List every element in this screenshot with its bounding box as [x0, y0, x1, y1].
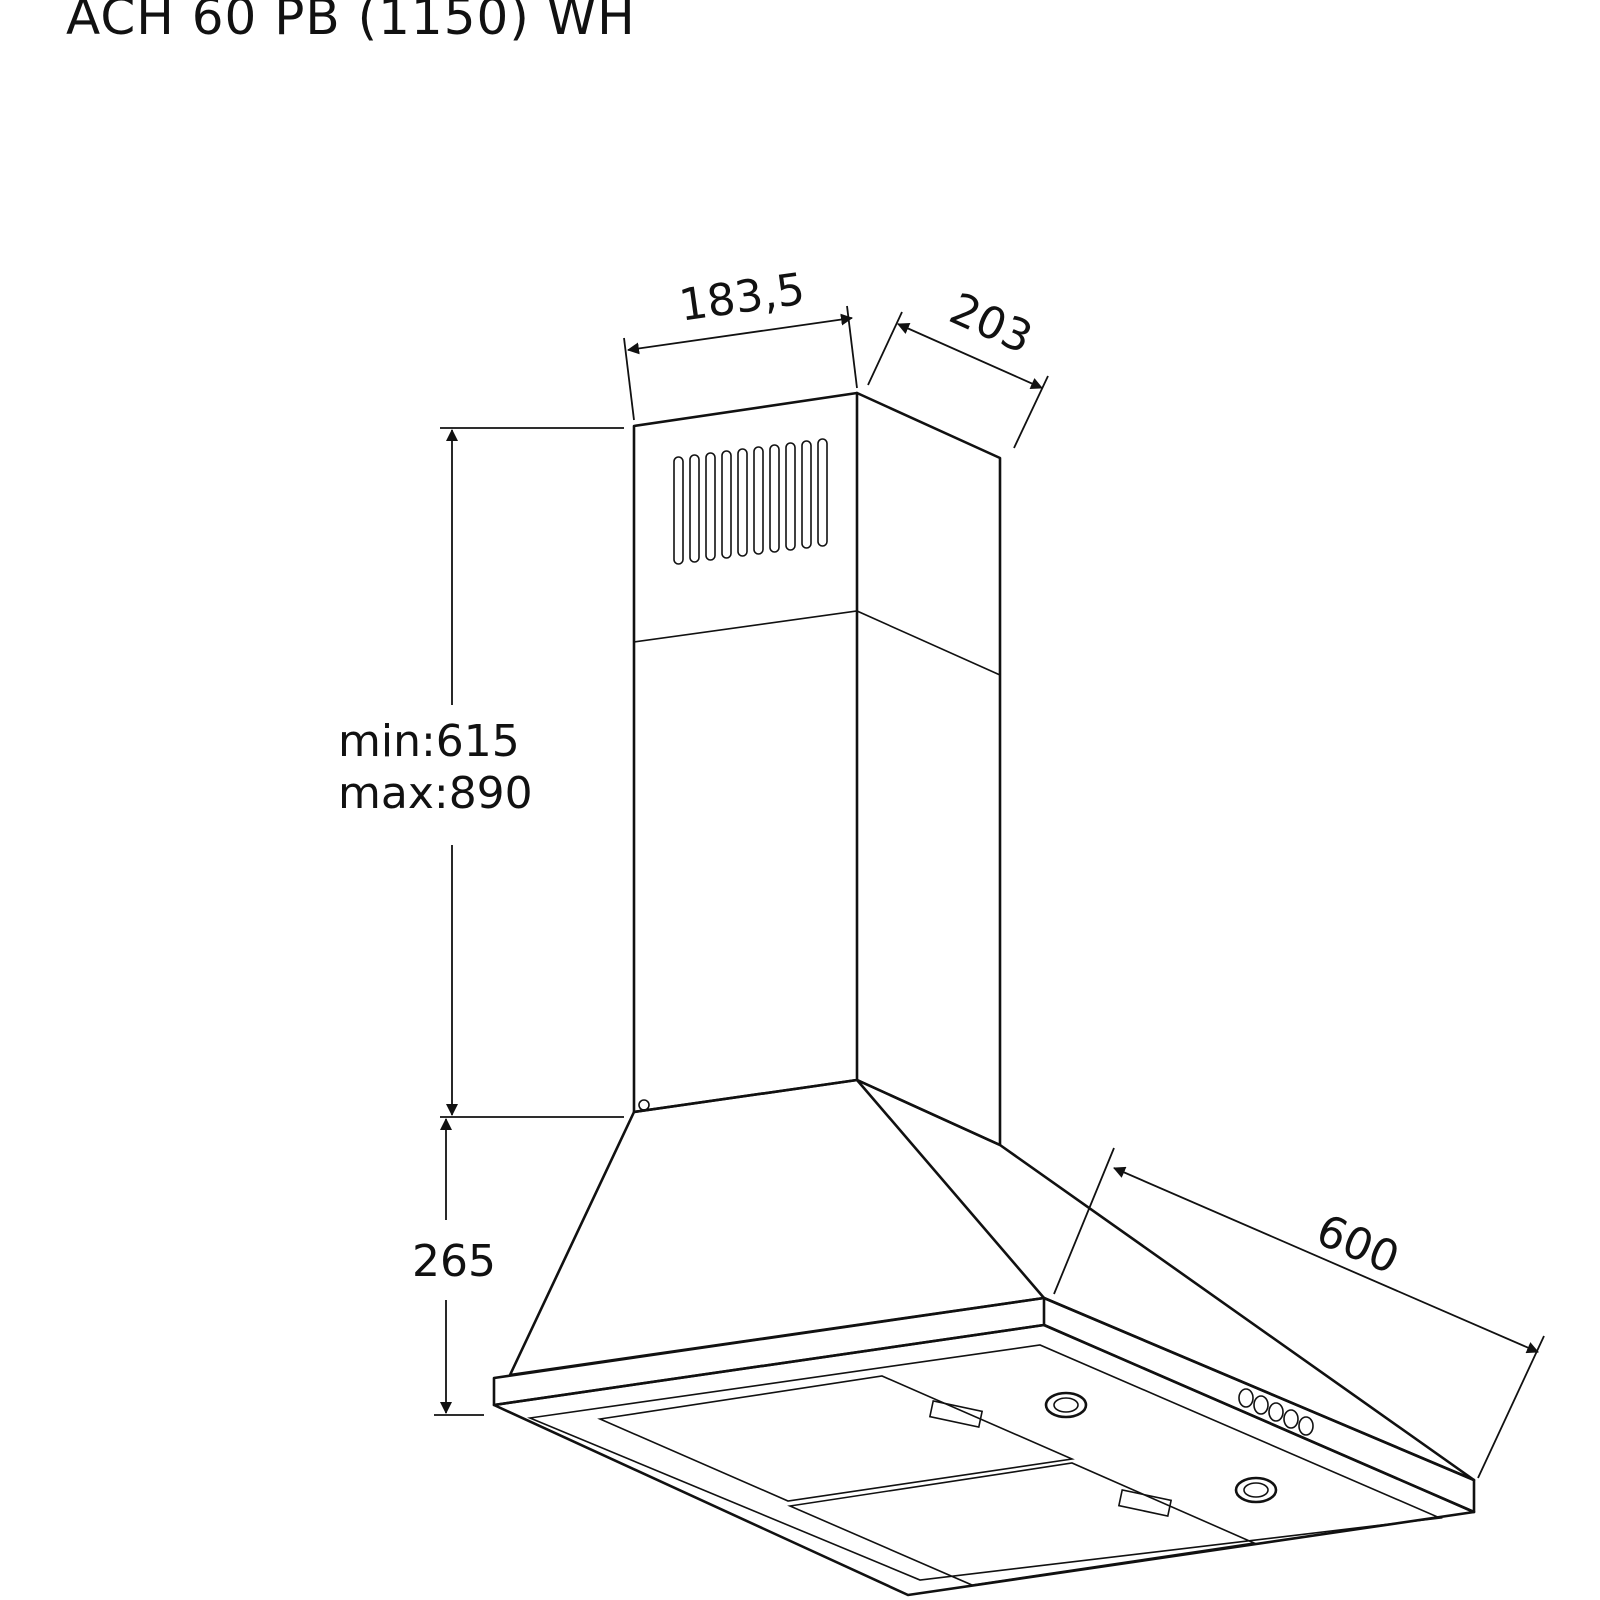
control-button-1 [1238, 1388, 1254, 1408]
hood-underside [492, 1323, 1476, 1597]
dimension-hood-height: 265 [412, 1118, 496, 1416]
control-buttons [1238, 1388, 1314, 1436]
hood-body [492, 1296, 1476, 1597]
control-button-4 [1283, 1409, 1299, 1429]
chimney-front-face [632, 391, 859, 1114]
hood-inner-edge [527, 1344, 1444, 1581]
canopy-front-face [508, 1078, 1046, 1377]
dimension-chimney-depth-label: 203 [942, 283, 1039, 364]
grease-filter-1 [597, 1375, 1075, 1502]
light-2 [1234, 1476, 1278, 1504]
dimension-chimney-width-label: 183,5 [676, 264, 808, 332]
grease-filter-2 [787, 1462, 1257, 1586]
control-button-3 [1268, 1402, 1284, 1422]
dimension-chimney-max-label: max:890 [338, 768, 533, 819]
product-model-title: ACH 60 PB (1150) WH [66, 0, 636, 46]
lights [1044, 1391, 1278, 1504]
dimension-chimney-width: 183,5 [623, 264, 858, 421]
filter-handle-2 [1117, 1489, 1173, 1517]
chimney [632, 391, 1002, 1147]
chimney-side-face [855, 391, 1002, 1147]
dimension-chimney-min-label: min:615 [338, 716, 520, 767]
dimension-chimney-height: min:615 max:890 [338, 427, 624, 1118]
dimension-hood-width-label: 600 [1309, 1205, 1406, 1285]
control-button-5 [1298, 1416, 1314, 1436]
chimney-screw [638, 1099, 650, 1111]
chimney-telescopic-joint [633, 610, 1001, 676]
grease-filters [597, 1375, 1257, 1586]
control-button-2 [1253, 1395, 1269, 1415]
filter-handle-1 [928, 1400, 984, 1428]
hood-front-rim [492, 1296, 1046, 1407]
vent-slots [673, 438, 828, 565]
dimension-chimney-depth: 203 [867, 283, 1049, 449]
light-1 [1044, 1391, 1088, 1419]
dimension-hood-height-label: 265 [412, 1236, 496, 1287]
